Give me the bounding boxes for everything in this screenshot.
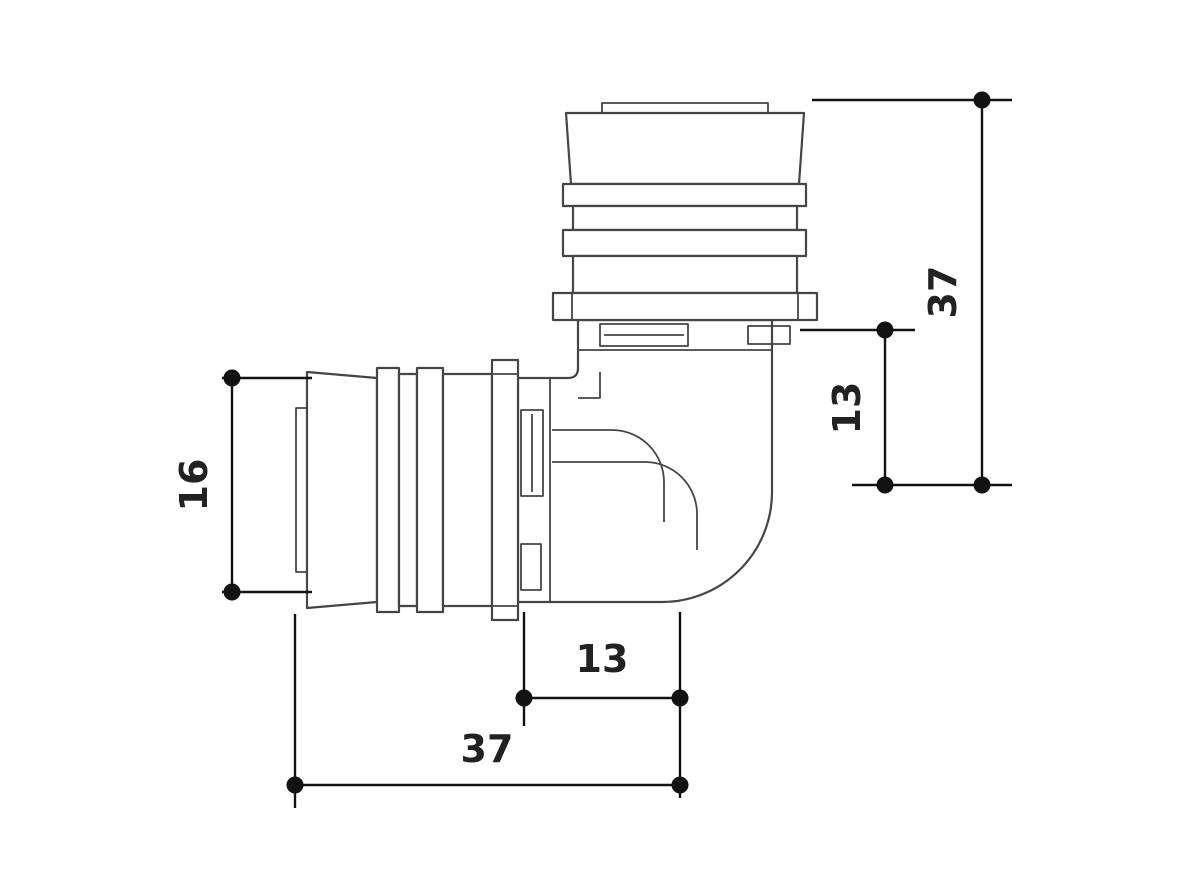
dimension-bottom-inner: 13 [515,612,689,798]
horizontal-connector [295,358,520,622]
elbow-body-outline [516,318,774,604]
dimensions: 37 13 16 [172,91,1012,808]
dimension-left: 16 [172,369,312,601]
dimension-label-bottom-outer: 37 [461,727,514,771]
latch-window-left-large [520,409,544,497]
dimension-bottom-outer: 37 [286,614,689,808]
fitting-collar-top [551,291,819,322]
dimension-endpoint-dot [671,776,689,794]
dimension-label-bottom-inner: 13 [576,637,629,681]
inner-corner-step [578,372,601,399]
dimension-label-right-outer: 37 [921,266,965,319]
latch-window-top-large [599,323,689,347]
sleeve-rib-left-2 [415,366,445,614]
dimension-endpoint-dot [223,369,241,387]
dimension-endpoint-dot [515,689,533,707]
sleeve-bell-left [305,370,379,610]
latch-window-left-small [520,543,542,591]
dimension-endpoint-dot [671,689,689,707]
sleeve-rib-left-1 [375,366,401,614]
fitting-collar-left [490,358,520,622]
dimension-endpoint-dot [876,476,894,494]
sleeve-rib-top-1 [561,182,808,208]
bore-step-line-inner [552,461,698,550]
bore-step-line-outer [552,429,665,522]
dimension-endpoint-dot [286,776,304,794]
sleeve-groove-left [397,372,419,608]
dimension-endpoint-dot [223,583,241,601]
collar-ticks-left [492,373,518,607]
collar-ticks-top [571,293,799,320]
sleeve-body-left [441,372,494,608]
sleeve-rib-top-2 [561,228,808,258]
vertical-connector [551,102,819,322]
dimension-label-right-inner: 13 [825,382,869,435]
dimension-label-left: 16 [172,459,216,512]
dimension-endpoint-dot [973,476,991,494]
pipe-fitting [295,102,819,622]
dimension-endpoint-dot [876,321,894,339]
dimension-right-inner: 13 [800,321,915,494]
pipe-end-step-left [295,407,307,573]
dimension-endpoint-dot [973,91,991,109]
sleeve-body-top [571,254,799,295]
sleeve-bell-top [564,111,806,186]
sleeve-groove-top [571,204,799,232]
pipe-end-step-top [601,102,769,113]
latch-window-top-small [747,325,791,345]
